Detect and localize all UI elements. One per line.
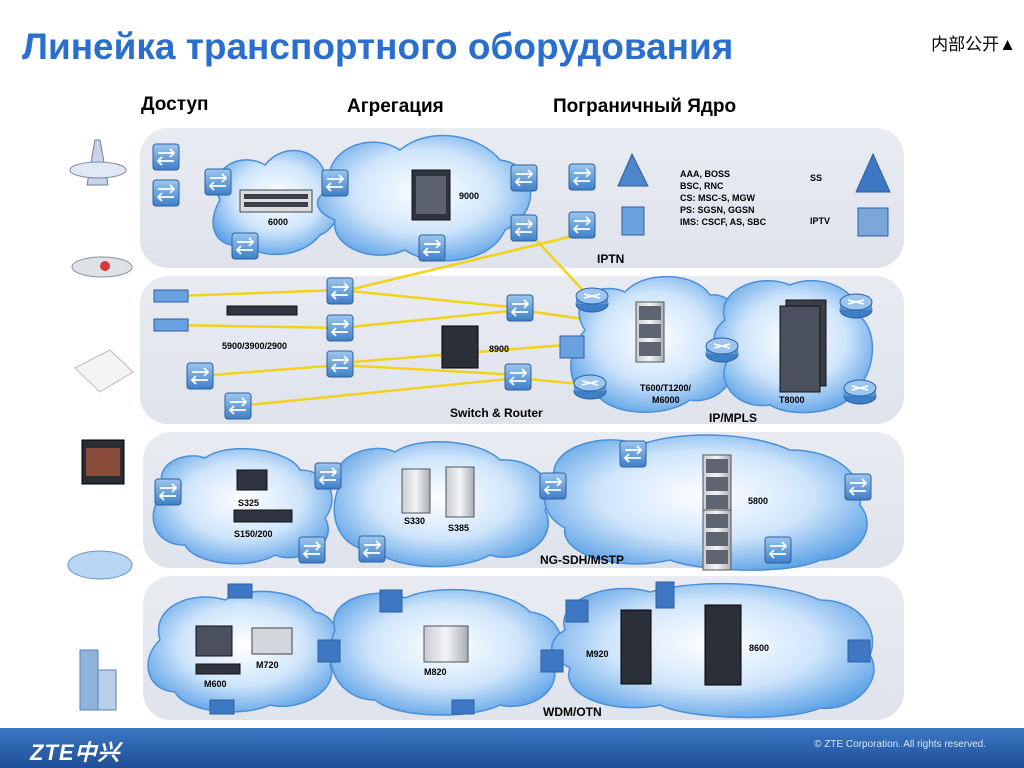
services-line-4: PS: SGSN, GGSN bbox=[680, 205, 755, 215]
zte-logo: ZTE中兴 bbox=[30, 740, 121, 765]
device-m600-label: M600 bbox=[204, 679, 227, 689]
ipmpls-network-label: IP/MPLS bbox=[709, 411, 758, 425]
copyright-text: © ZTE Corporation. All rights reserved. bbox=[814, 739, 986, 750]
wdm-network-label: WDM/OTN bbox=[543, 705, 602, 719]
client-icons bbox=[67, 139, 134, 711]
services-line-2: BSC, RNC bbox=[680, 181, 724, 191]
footer-bar bbox=[0, 728, 1024, 768]
device-5800-label: 5800 bbox=[748, 496, 769, 506]
switch-router-label: Switch & Router bbox=[450, 406, 543, 420]
ss-label: SS bbox=[810, 173, 823, 183]
device-m920-label: M920 bbox=[586, 649, 609, 659]
column-border-core-label: Пограничный Ядро bbox=[553, 96, 737, 117]
device-s330-label: S330 bbox=[404, 516, 426, 526]
device-t8000-label: T8000 bbox=[779, 395, 805, 405]
services-line-5: IMS: CSCF, AS, SBC bbox=[680, 217, 767, 227]
column-aggregation-label: Агрегация bbox=[347, 96, 444, 117]
classification-tag: 内部公开▲ bbox=[931, 35, 1016, 54]
iptn-network-label: IPTN bbox=[597, 252, 625, 266]
page-title: Линейка транспортного оборудования bbox=[22, 26, 734, 67]
services-line-3: CS: MSC-S, MGW bbox=[680, 193, 755, 203]
column-access-label: Доступ bbox=[141, 94, 209, 115]
device-8600-label: 8600 bbox=[749, 643, 770, 653]
device-m6000-label: M6000 bbox=[652, 395, 680, 405]
services-line-1: AAA, BOSS bbox=[680, 169, 731, 179]
device-t600-label: T600/T1200/ bbox=[640, 383, 692, 393]
device-6000-label: 6000 bbox=[268, 217, 289, 227]
iptv-label: IPTV bbox=[810, 216, 831, 226]
device-s325-label: S325 bbox=[238, 498, 260, 508]
device-5900-label: 5900/3900/2900 bbox=[222, 341, 288, 351]
device-s385-label: S385 bbox=[448, 523, 470, 533]
device-9000-label: 9000 bbox=[459, 191, 480, 201]
topology-diagram bbox=[67, 134, 891, 719]
device-m820-label: M820 bbox=[424, 667, 447, 677]
device-8900-label: 8900 bbox=[489, 344, 510, 354]
sdh-network-label: NG-SDH/MSTP bbox=[540, 553, 624, 567]
device-s150-label: S150/200 bbox=[234, 529, 273, 539]
device-m720-label: M720 bbox=[256, 660, 279, 670]
